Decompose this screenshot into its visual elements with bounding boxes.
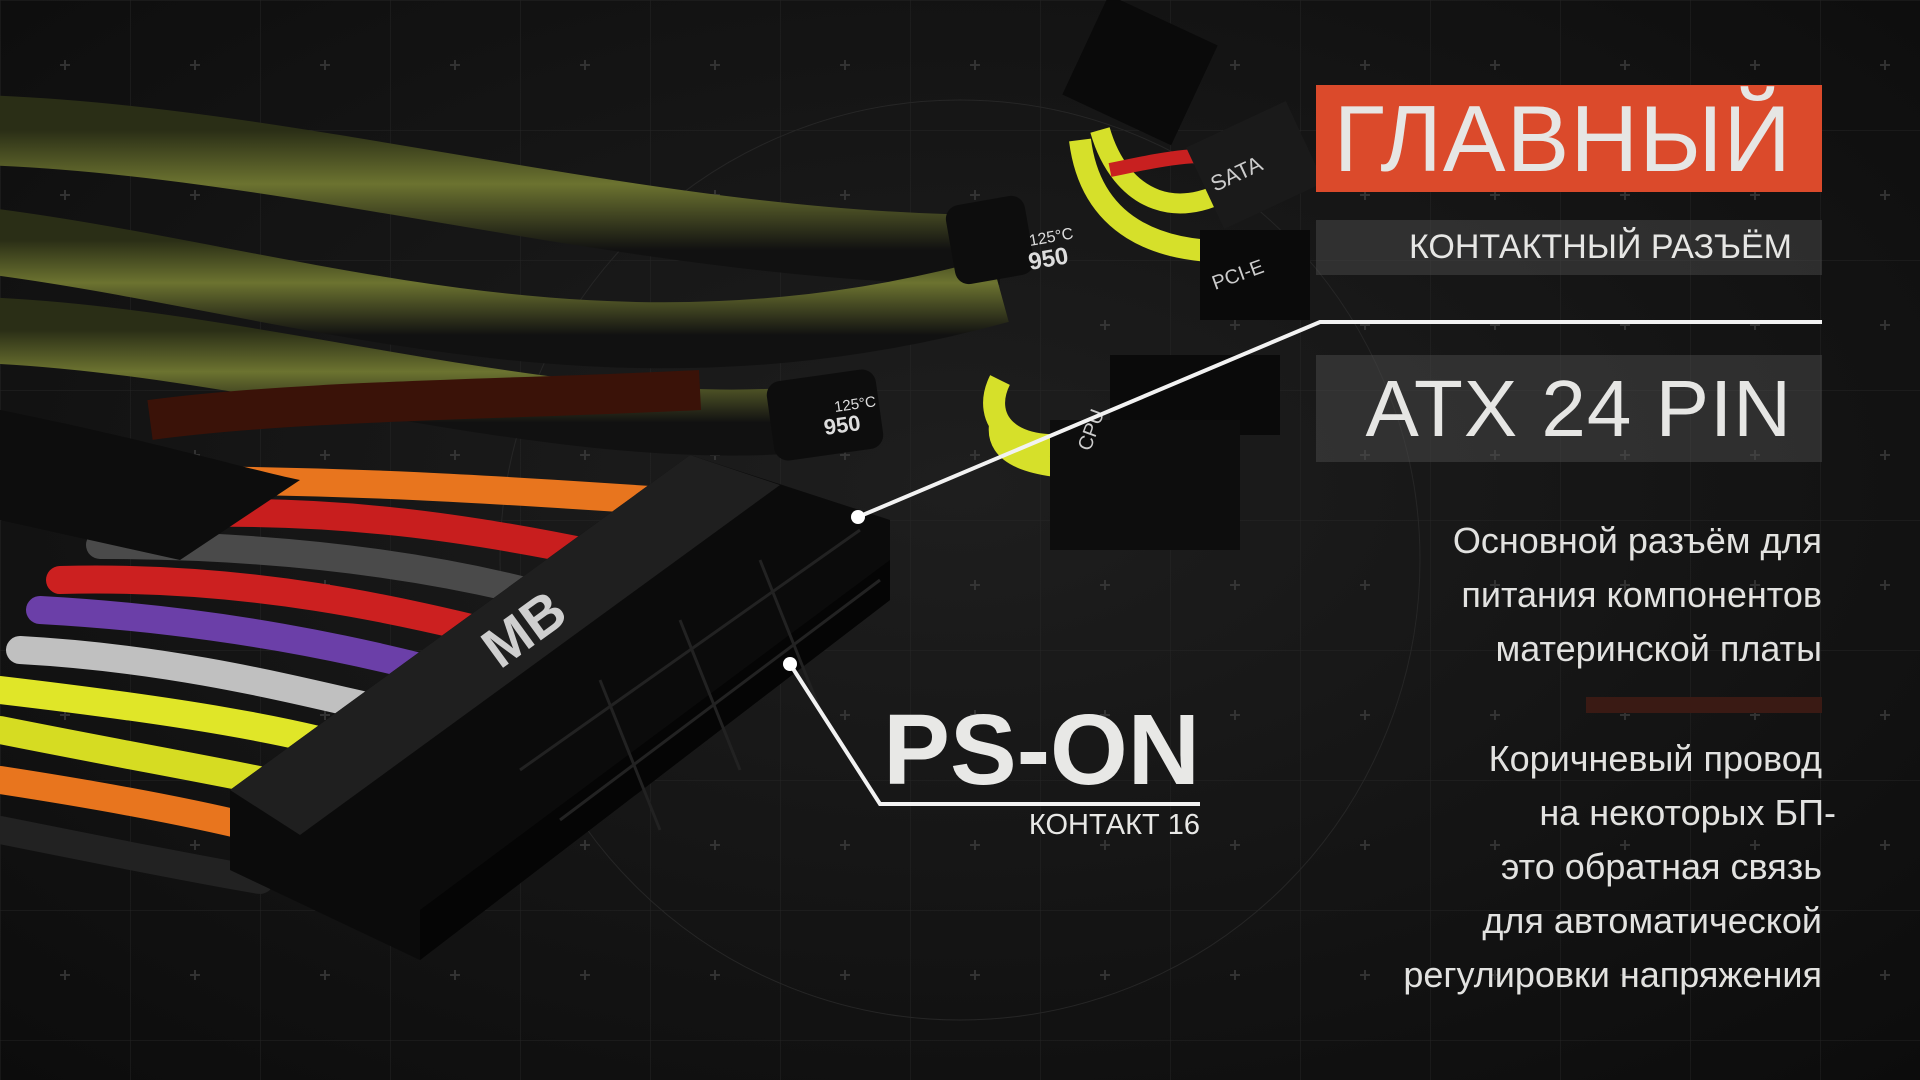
description-line: на некоторых БП- bbox=[1539, 792, 1836, 833]
description-paragraph-2: Коричневый провод на некоторых БП- это о… bbox=[1403, 732, 1836, 1002]
description-line: регулировки напряжения bbox=[1403, 954, 1822, 995]
connector-name: ATX 24 PIN bbox=[1316, 355, 1822, 462]
header-subtitle: КОНТАКТНЫЙ РАЗЪЁМ bbox=[1316, 220, 1822, 275]
guide-circle bbox=[499, 99, 1421, 1021]
header-title: ГЛАВНЫЙ bbox=[1316, 85, 1822, 192]
sata-connector: SATA bbox=[1186, 100, 1324, 230]
pson-callout-line bbox=[788, 662, 1200, 806]
description-line: материнской платы bbox=[1495, 628, 1822, 669]
description-line: для автоматической bbox=[1482, 900, 1822, 941]
description-paragraph-1: Основной разъём для питания компонентов … bbox=[1453, 514, 1822, 676]
atx-callout-line bbox=[857, 320, 1822, 519]
label-temp: 125°C bbox=[833, 393, 877, 416]
description-line: Основной разъём для bbox=[1452, 520, 1822, 561]
pson-label: PS-ON bbox=[883, 694, 1200, 806]
cpu-connector: CPU bbox=[1050, 355, 1280, 550]
description-line: питания компонентов bbox=[1461, 574, 1822, 615]
atx-24pin-connector: MB bbox=[230, 455, 890, 960]
label-950: 950 bbox=[822, 410, 862, 440]
sleeved-cable bbox=[0, 209, 1009, 369]
description-line: это обратная связь bbox=[1501, 846, 1822, 887]
description-line: Коричневый провод bbox=[1488, 738, 1822, 779]
divider-bar bbox=[1586, 697, 1822, 713]
pcie-connector: PCI-E bbox=[1062, 0, 1310, 320]
pson-callout-dot bbox=[783, 657, 797, 671]
atx-callout-dot bbox=[851, 510, 865, 524]
sleeved-cable bbox=[0, 95, 1001, 285]
pson-pin-label: КОНТАКТ 16 bbox=[1028, 809, 1200, 841]
